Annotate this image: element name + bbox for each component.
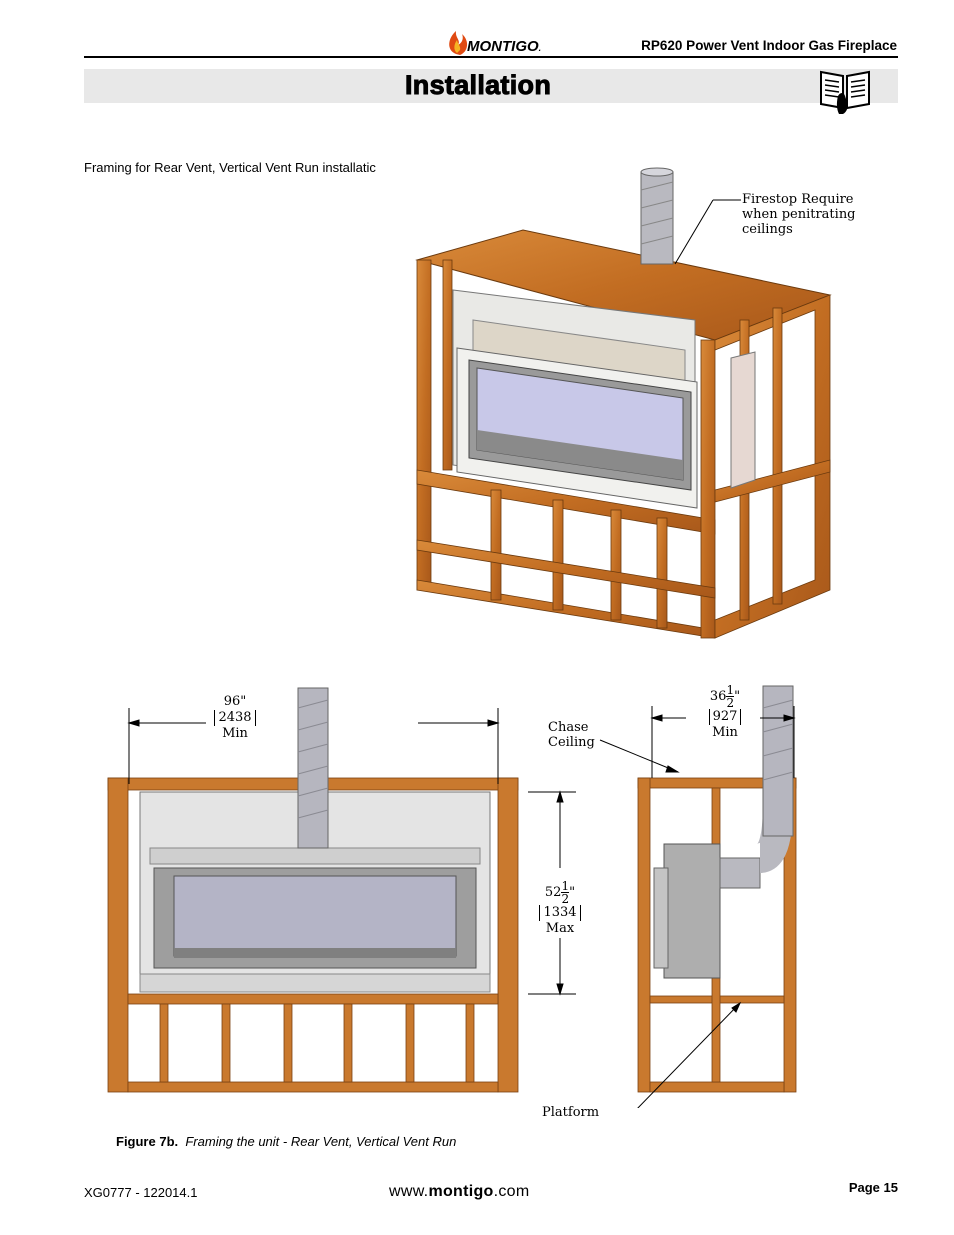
depth-mm: 927 xyxy=(708,709,742,725)
website-url: www.montigo.com xyxy=(389,1183,530,1201)
depth-unit: " xyxy=(734,689,741,704)
firestop-callout-line-2: when penitrating xyxy=(742,207,856,222)
elevation-framing-drawing xyxy=(107,685,797,1108)
montigo-logo: MONTIGO. xyxy=(449,31,541,55)
depth-den: 2 xyxy=(726,696,735,710)
width-qualifier: Min xyxy=(222,726,248,741)
figure-caption: Figure 7b. Framing the unit - Rear Vent,… xyxy=(116,1134,456,1149)
brand-text: MONTIGO. xyxy=(467,38,541,55)
depth-num: 1 xyxy=(726,683,735,697)
section-title: Installation xyxy=(404,70,552,101)
depth-whole: 36 xyxy=(709,689,727,704)
depth-qualifier: Min xyxy=(712,725,738,740)
header-rule xyxy=(84,56,898,58)
intro-text: Framing for Rear Vent, Vertical Vent Run… xyxy=(84,160,376,175)
chase-ceiling-line-2: Ceiling xyxy=(548,735,595,750)
height-qualifier: Max xyxy=(545,921,575,936)
figure-caption-text: Framing the unit - Rear Vent, Vertical V… xyxy=(185,1134,457,1149)
height-num: 1 xyxy=(561,879,570,893)
url-brand: montigo xyxy=(428,1183,494,1200)
page-number: Page 15 xyxy=(848,1180,898,1195)
manual-book-icon xyxy=(820,70,870,114)
height-den: 2 xyxy=(561,892,570,906)
width-dimension: 96" 2438 Min xyxy=(205,694,265,742)
height-unit: " xyxy=(569,885,576,900)
section-title-band xyxy=(84,69,898,103)
chase-ceiling-line-1: Chase xyxy=(548,720,589,735)
height-mm: 1334 xyxy=(539,905,581,921)
isometric-framing-illustration xyxy=(415,167,832,639)
platform-callout: Platform xyxy=(542,1105,600,1120)
width-inch: 96" xyxy=(223,694,247,709)
figure-caption-label: Figure 7b. xyxy=(116,1134,179,1149)
height-whole: 52 xyxy=(544,885,562,900)
document-title: RP620 Power Vent Indoor Gas Fireplace xyxy=(641,38,897,53)
url-prefix: www. xyxy=(389,1183,429,1200)
chase-ceiling-callout: Chase Ceiling xyxy=(548,720,595,750)
firestop-callout-line-3: ceilings xyxy=(742,222,793,237)
firestop-callout: Firestop Require when penitrating ceilin… xyxy=(742,192,856,237)
firestop-callout-line-1: Firestop Require xyxy=(742,192,854,207)
url-suffix: .com xyxy=(493,1183,530,1200)
document-id: XG0777 - 122014.1 xyxy=(84,1185,198,1200)
width-mm: 2438 xyxy=(214,710,256,726)
